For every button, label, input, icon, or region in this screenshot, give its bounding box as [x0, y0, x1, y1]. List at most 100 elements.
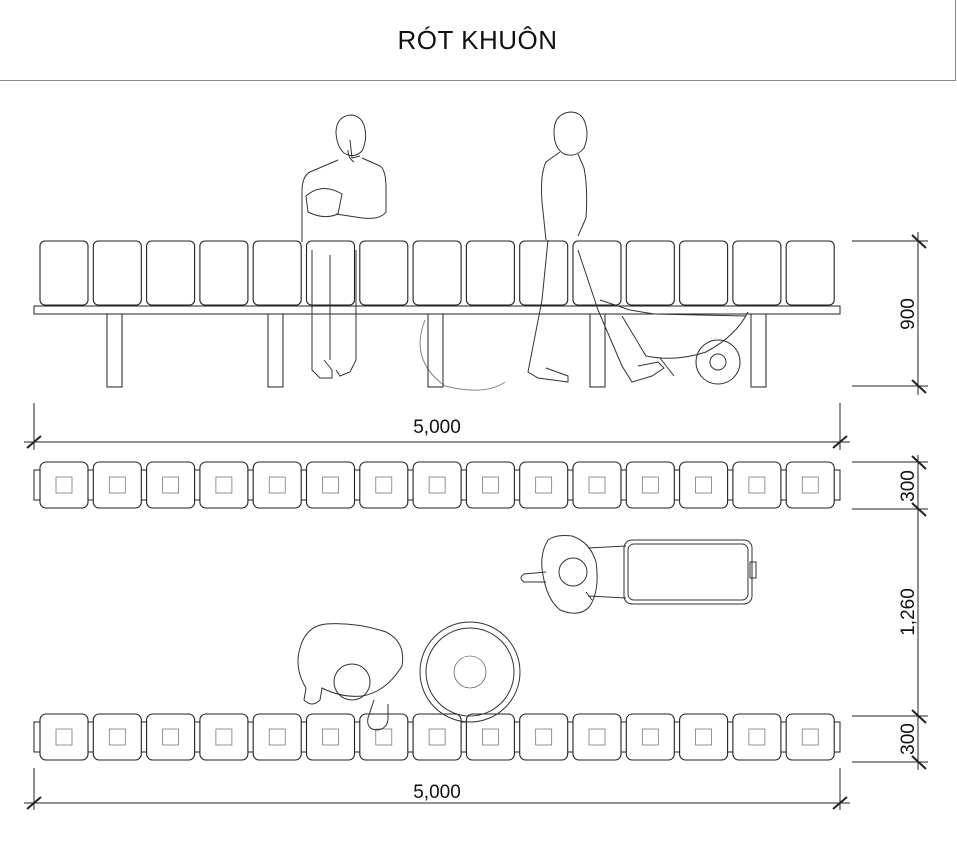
- mold-plan: [732, 461, 782, 509]
- mold-plan: [305, 713, 356, 761]
- table-top: [33, 305, 841, 315]
- worker-pouring-figure: [301, 114, 387, 379]
- mold-plan-core: [268, 728, 286, 746]
- mold-plan: [625, 461, 675, 509]
- mold-elevation: [92, 240, 142, 306]
- mold-elevation: [199, 240, 249, 306]
- mold-elevation: [146, 240, 196, 306]
- mold-plan: [39, 461, 89, 509]
- plan-view: [33, 461, 841, 761]
- mold-plan-core: [695, 476, 712, 494]
- mold-plan-core: [322, 728, 339, 746]
- mold-plan-core: [55, 728, 73, 746]
- mold-plan-core: [375, 728, 393, 746]
- wheelbarrow-plan: [585, 539, 757, 605]
- mold-plan: [92, 461, 142, 509]
- plan-mold-row-top: [33, 461, 841, 509]
- mold-elevation: [359, 240, 409, 306]
- mold-plan: [572, 461, 622, 509]
- mold-plan: [785, 461, 835, 509]
- mold-plan-core: [801, 728, 819, 746]
- mold-plan: [679, 713, 729, 761]
- drawing-title: RÓT KHUÔN: [397, 25, 558, 55]
- mold-plan-core: [375, 476, 393, 494]
- table-leg: [589, 313, 606, 388]
- mold-plan: [465, 461, 515, 509]
- mold-plan: [252, 461, 302, 509]
- mold-plan-core: [215, 728, 233, 746]
- mold-plan-core: [428, 476, 446, 494]
- table-legs: [106, 313, 767, 388]
- mold-elevation: [412, 240, 462, 306]
- title-bar: RÓT KHUÔN: [0, 0, 956, 81]
- plan-depth-top-label: 300: [898, 470, 919, 502]
- mold-plan: [146, 713, 196, 761]
- mold-elevation: [39, 240, 89, 306]
- mold-plan-core: [322, 476, 339, 494]
- mold-plan-core: [641, 476, 659, 494]
- mold-plan-core: [108, 476, 126, 494]
- mold-elevation: [465, 240, 515, 306]
- mold-plan-core: [215, 476, 233, 494]
- mold-plan: [305, 461, 356, 509]
- mold-plan: [465, 713, 515, 761]
- elevation-view: [33, 111, 841, 391]
- mold-plan-core: [108, 728, 126, 746]
- mold-plan: [625, 713, 675, 761]
- mold-plan-core: [55, 476, 73, 494]
- mold-plan-core: [748, 476, 766, 494]
- mold-plan-core: [482, 476, 499, 494]
- plan-depth-bottom-label: 300: [898, 723, 919, 755]
- mold-plan-core: [588, 476, 606, 494]
- mold-elevation: [252, 240, 302, 306]
- mold-plan: [519, 461, 569, 509]
- worker-plan-top: [520, 535, 598, 614]
- mold-plan: [92, 713, 142, 761]
- worker-plan-bottom: [297, 623, 404, 731]
- mold-plan-core: [482, 728, 499, 746]
- mold-plan: [732, 713, 782, 761]
- plan-dimensions: [24, 455, 928, 810]
- worker-wheelbarrow-figure: [419, 111, 749, 391]
- mold-plan: [412, 713, 462, 761]
- mold-plan-core: [801, 476, 819, 494]
- mold-plan-core: [535, 476, 553, 494]
- mold-plan: [199, 713, 249, 761]
- elevation-height-label: 900: [898, 298, 919, 330]
- elevation-dimensions: [24, 232, 928, 450]
- mold-plan-core: [748, 728, 766, 746]
- mold-plan-core: [588, 728, 606, 746]
- mold-elevation: [679, 240, 729, 306]
- mold-plan: [199, 461, 249, 509]
- mold-plan: [359, 713, 409, 761]
- elevation-mold-row: [39, 240, 835, 306]
- mold-elevation: [785, 240, 835, 306]
- mold-plan: [146, 461, 196, 509]
- mold-plan-core: [428, 728, 446, 746]
- mold-plan: [519, 713, 569, 761]
- mold-elevation: [572, 240, 622, 306]
- mixing-basin-plan: [419, 621, 521, 723]
- table-leg: [106, 313, 123, 388]
- plan-mold-row-bottom: [33, 713, 841, 761]
- mold-plan: [785, 713, 835, 761]
- mold-plan: [412, 461, 462, 509]
- mold-plan: [359, 461, 409, 509]
- table-leg: [267, 313, 284, 388]
- mold-plan: [39, 713, 89, 761]
- mold-plan: [572, 713, 622, 761]
- mold-plan-core: [162, 476, 179, 494]
- mold-plan: [679, 461, 729, 509]
- table-leg: [750, 313, 767, 388]
- mold-elevation: [625, 240, 675, 306]
- mold-plan-core: [268, 476, 286, 494]
- table-leg: [427, 313, 444, 388]
- mold-plan-core: [641, 728, 659, 746]
- mold-elevation: [519, 240, 569, 306]
- mold-plan-core: [162, 728, 179, 746]
- mold-elevation: [732, 240, 782, 306]
- mold-plan-core: [535, 728, 553, 746]
- plan-gap-label: 1,260: [898, 588, 919, 636]
